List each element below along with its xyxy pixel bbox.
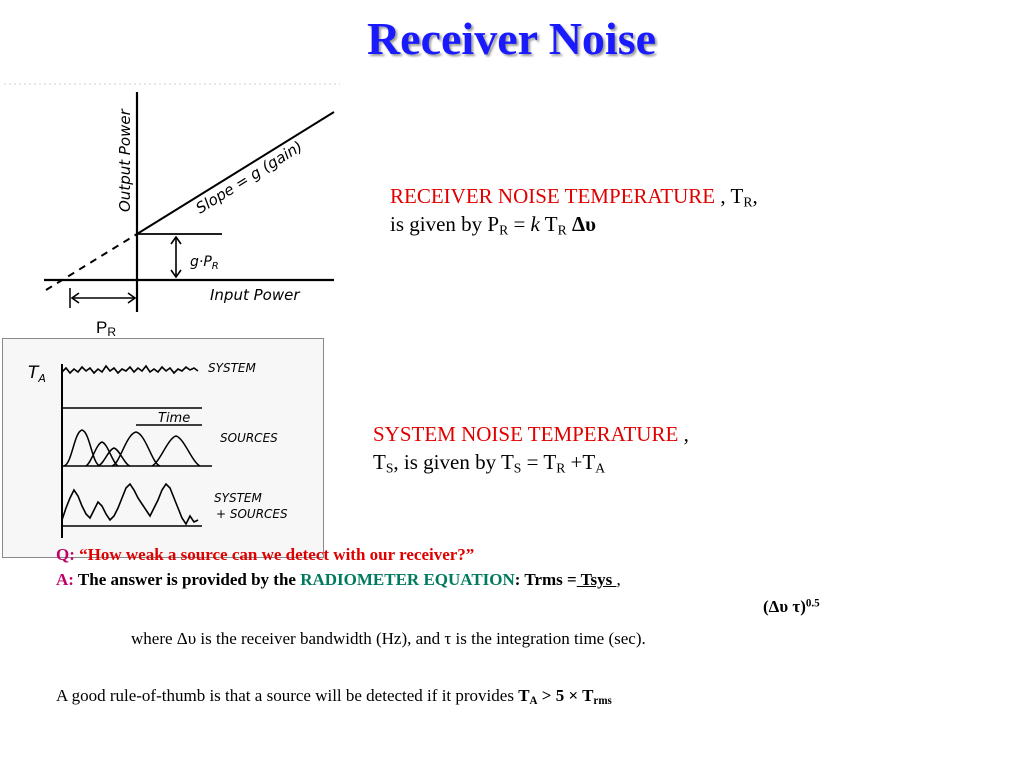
dashed-extrapolation [45,233,138,291]
output-vs-input-power-figure: Output Power Slope = g (gain) Input Powe… [4,83,340,312]
x-axis-label: Input Power [210,286,300,304]
receiver-line-2: is given by PR = k TR Δυ [390,212,597,238]
answer-line: A: The answer is provided by the RADIOME… [56,570,621,589]
system-label: SYSTEM [208,361,256,375]
gain-line [136,111,335,235]
sources-trace [63,429,201,467]
equation-denominator: (Δυ τ)0.5 [763,597,820,616]
y-axis-label: Output Power [116,108,134,212]
antenna-temperature-figure: TA SYSTEM Time SOURCES SYSTEM + SOURCES [2,338,324,558]
receiver-line-1: RECEIVER NOISE TEMPERATURE , TR, [390,184,758,210]
gpr-label: g·PR [190,254,219,272]
system-noise-trace [61,364,199,375]
system-plus-sources-trace [61,482,199,526]
question-line: Q: “How weak a source can we detect with… [56,545,475,564]
slope-label: Slope = g (gain) [193,137,306,217]
system-noise-block: SYSTEM NOISE TEMPERATURE , TS, is given … [373,420,689,476]
ta-label: TA [28,363,46,385]
where-text: where Δυ is the receiver bandwidth (Hz),… [131,629,646,648]
system-line-1: SYSTEM NOISE TEMPERATURE , [373,422,689,446]
system-line-2: TS, is given by TS = TR +TA [373,450,606,476]
receiver-noise-block: RECEIVER NOISE TEMPERATURE , TR, is give… [390,182,758,238]
pr-label: PR [96,318,117,339]
system-sources-label-1: SYSTEM [214,491,262,505]
sources-label: SOURCES [220,431,278,445]
time-label: Time [158,411,190,426]
rule-of-thumb: A good rule-of-thumb is that a source wi… [56,686,612,707]
receiver-heading: RECEIVER NOISE TEMPERATURE [390,184,716,208]
page-title: Receiver Noise [366,13,657,64]
system-sources-label-2: + SOURCES [216,507,288,521]
system-heading: SYSTEM NOISE TEMPERATURE [373,422,679,446]
